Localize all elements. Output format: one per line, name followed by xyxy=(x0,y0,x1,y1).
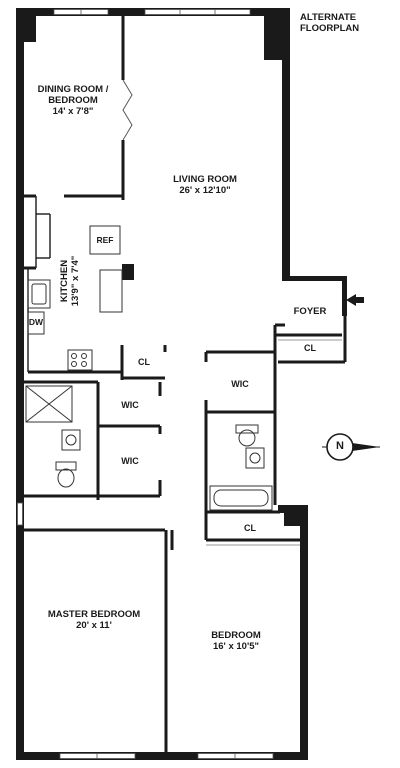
room-bedroom-dims: 16' x 10'5" xyxy=(212,641,259,652)
plan-header: ALTERNATE FLOORPLAN xyxy=(300,12,390,34)
room-dining-name: DINING ROOM / xyxy=(37,84,109,95)
room-foyer: FOYER xyxy=(293,306,327,317)
bathtub xyxy=(209,485,273,511)
dw-label: DW xyxy=(28,317,44,327)
bath-right-fixtures xyxy=(209,424,273,511)
hall-closet-label: CL xyxy=(138,357,150,367)
compass-letter: N xyxy=(336,440,344,452)
room-master-dims: 20' x 11' xyxy=(76,620,112,631)
wic-upper-label: WIC xyxy=(121,400,139,410)
foyer-closet-label: CL xyxy=(304,343,316,353)
ref-label: REF xyxy=(96,235,114,245)
sink-right xyxy=(245,447,265,469)
bedroom-closet-label: CL xyxy=(244,523,256,533)
toilet-tank-left xyxy=(55,461,77,471)
kitchen-fixtures xyxy=(27,225,123,371)
room-kitchen: KITCHEN 13'9" x 7'4" xyxy=(59,226,81,336)
room-dining-dims: 14' x 7'8" xyxy=(52,106,94,117)
wic-right-label: WIC xyxy=(231,379,249,389)
room-master-bedroom: MASTER BEDROOM 20' x 11' xyxy=(24,609,164,631)
closet-rods xyxy=(206,339,342,546)
counter xyxy=(99,269,123,313)
interior-walls xyxy=(24,16,347,755)
room-living-dims: 26' x 12'10" xyxy=(179,185,231,196)
plan-header-line1: ALTERNATE xyxy=(300,12,357,23)
wic-lower-label: WIC xyxy=(121,456,139,466)
sink xyxy=(27,279,51,309)
room-kitchen-dims: 13'9" x 7'4" xyxy=(70,255,81,307)
stove xyxy=(67,349,93,371)
room-bedroom-name: BEDROOM xyxy=(211,630,261,641)
shower xyxy=(25,385,73,423)
room-living-name: LIVING ROOM xyxy=(173,174,237,185)
dishwasher xyxy=(27,311,45,335)
window-mullions xyxy=(80,9,236,759)
room-master-name: MASTER BEDROOM xyxy=(47,609,141,620)
folding-door xyxy=(122,79,133,141)
room-living: LIVING ROOM 26' x 12'10" xyxy=(150,174,260,196)
room-dining-name2: BEDROOM xyxy=(48,95,98,106)
plan-header-line2: FLOORPLAN xyxy=(300,23,360,34)
sink-left xyxy=(61,429,81,451)
room-kitchen-name: KITCHEN xyxy=(59,259,70,303)
room-dining: DINING ROOM / BEDROOM 14' x 7'8" xyxy=(24,84,122,117)
bath-left-fixtures xyxy=(25,385,81,488)
refrigerator xyxy=(89,225,121,255)
compass-icon xyxy=(322,433,380,461)
entry-arrow-icon xyxy=(346,294,364,306)
room-bedroom: BEDROOM 16' x 10'5" xyxy=(176,630,296,652)
